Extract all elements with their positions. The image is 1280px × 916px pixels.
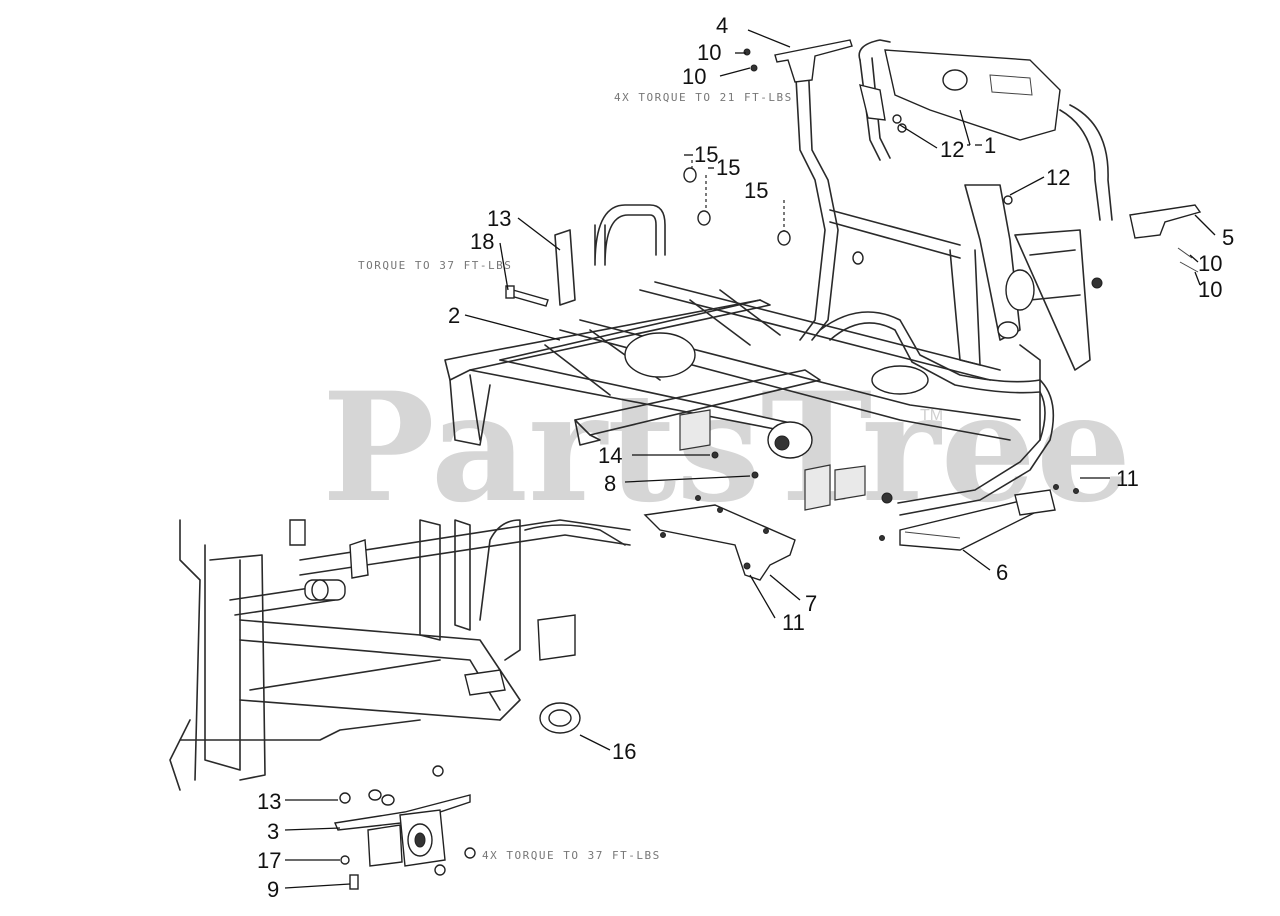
callout-14: 14	[598, 443, 622, 468]
callout-12-a: 12	[940, 137, 964, 162]
callout-1: 1	[984, 133, 996, 158]
callout-labels: 1 2 3 4 5 6 7 8 9 10 10 10 10 11 11 12 1…	[257, 13, 1234, 902]
part-bracket-5	[1129, 204, 1202, 273]
callout-11-b: 11	[782, 610, 805, 635]
callout-9: 9	[267, 877, 279, 902]
callout-10-d: 10	[1198, 277, 1222, 302]
callout-18: 18	[470, 229, 494, 254]
part-rear-plate	[859, 49, 1061, 141]
callout-10-b: 10	[682, 64, 706, 89]
callout-3: 3	[267, 819, 279, 844]
part-bolt-18	[505, 285, 549, 307]
callout-12-b: 12	[1046, 165, 1070, 190]
torque-notes: 4X TORQUE TO 21 FT-LBS TORQUE TO 37 FT-L…	[358, 91, 793, 862]
callout-2: 2	[448, 303, 460, 328]
callout-10-c: 10	[1198, 251, 1222, 276]
callout-6: 6	[996, 560, 1008, 585]
part-bracket-4	[743, 39, 853, 83]
inset-hardware-stack	[334, 765, 476, 890]
leader-lines	[284, 29, 1216, 889]
callout-15-a: 15	[694, 142, 718, 167]
callout-4: 4	[716, 13, 728, 38]
callout-13-b: 13	[257, 789, 281, 814]
callout-15-b: 15	[716, 155, 740, 180]
callout-8: 8	[604, 471, 616, 496]
callout-10-a: 10	[697, 40, 721, 65]
torque-note-bottom: 4X TORQUE TO 37 FT-LBS	[482, 849, 661, 862]
hardware-14-8	[695, 451, 759, 501]
callout-16: 16	[612, 739, 636, 764]
callout-7: 7	[805, 591, 817, 616]
callout-17: 17	[257, 848, 281, 873]
part-fasteners-12	[892, 114, 1013, 205]
watermark-trademark: TM	[920, 407, 943, 424]
part-plate-7	[643, 504, 796, 581]
callout-5: 5	[1222, 225, 1234, 250]
part-skid-plate-6	[879, 484, 1079, 551]
inset-detail	[169, 519, 631, 791]
main-frame	[444, 39, 1113, 516]
callout-11-a: 11	[1116, 466, 1139, 491]
torque-note-left: TORQUE TO 37 FT-LBS	[358, 259, 512, 272]
part-bumpers-15	[683, 167, 864, 265]
callout-13-a: 13	[487, 206, 511, 231]
callout-15-c: 15	[744, 178, 768, 203]
torque-note-top: 4X TORQUE TO 21 FT-LBS	[614, 91, 793, 104]
